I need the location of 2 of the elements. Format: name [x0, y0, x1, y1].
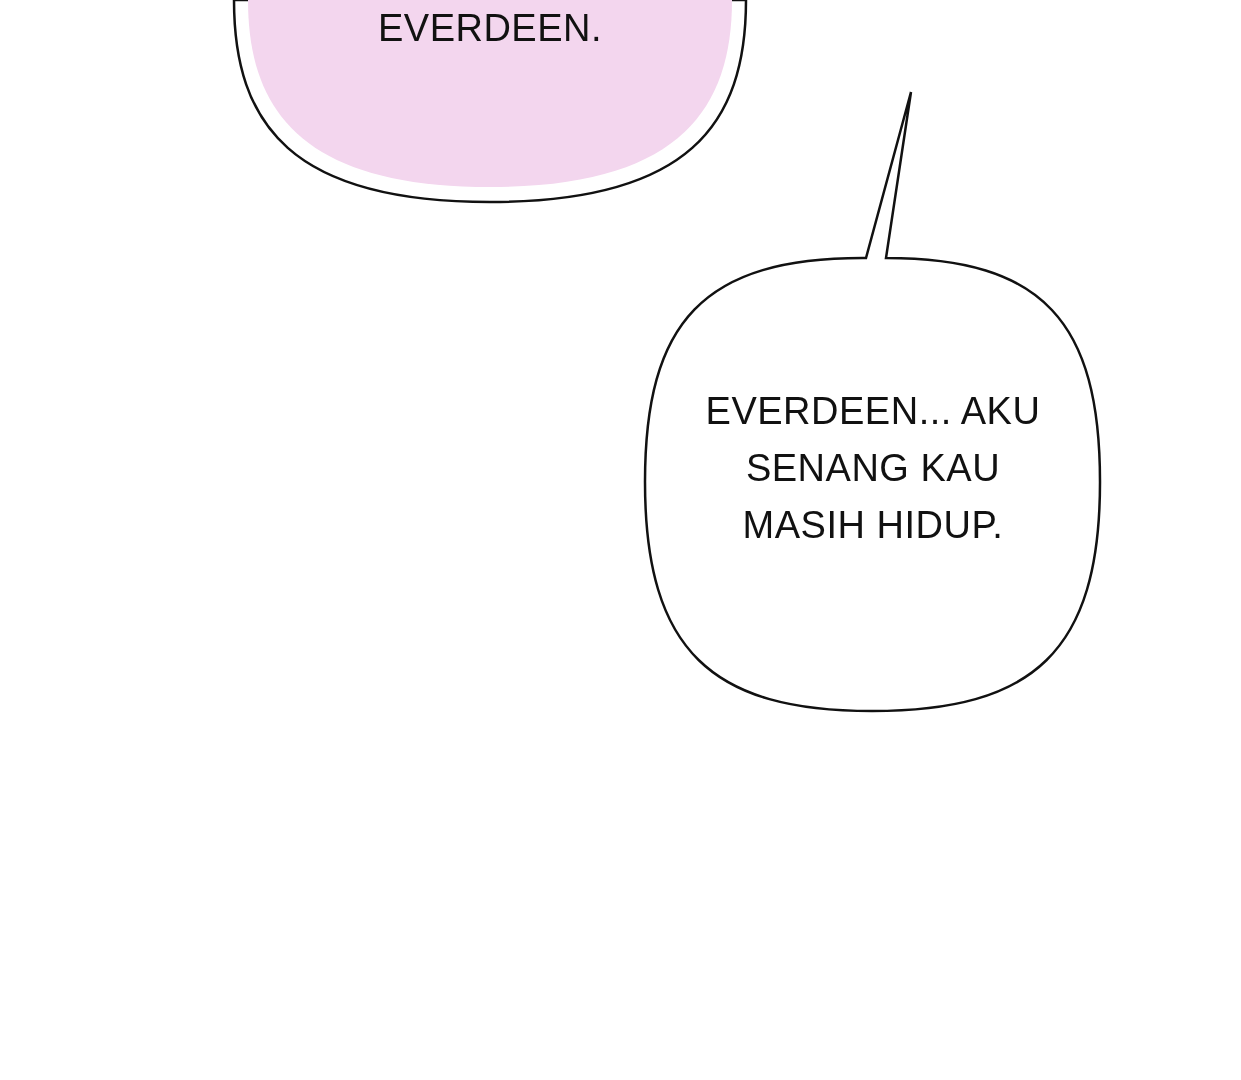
speech-text: EVERDEEN. [376, 6, 604, 51]
speech-text: EVERDEEN... AKU SENANG KAU MASIH HIDUP. [704, 389, 1042, 548]
